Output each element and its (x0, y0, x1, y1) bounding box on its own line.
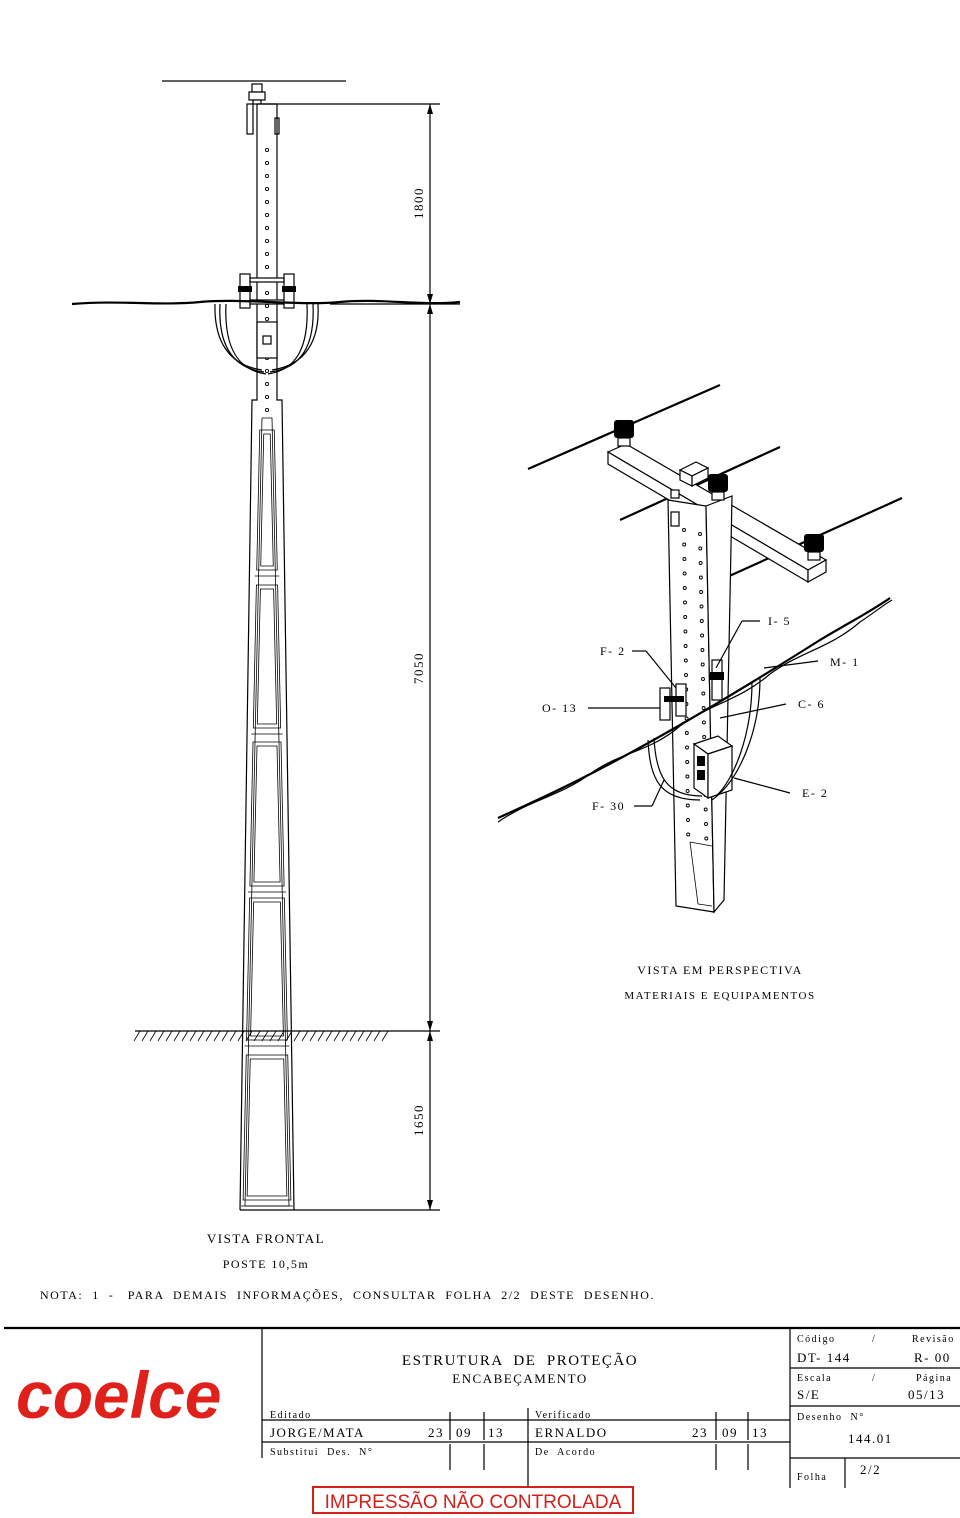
code-label: Código (797, 1334, 835, 1345)
dimension-1650: 1650 (411, 1104, 426, 1136)
perspective-title: VISTA EM PERSPECTIVA (637, 963, 803, 977)
edited-year: 13 (488, 1425, 504, 1440)
insulators (614, 420, 824, 561)
drawing-code: DT- 144 (797, 1350, 851, 1365)
drawing-title: ESTRUTURA DE PROTEÇÃO (402, 1353, 638, 1369)
title-block: coelce ESTRUTURA DE PROTEÇÃO ENCABEÇAMEN… (4, 1326, 960, 1488)
label-f30: F- 30 (592, 799, 625, 813)
sheet-value: 2/2 (860, 1462, 881, 1477)
messenger-cable-perspective (497, 597, 891, 820)
code-slash: / (872, 1334, 876, 1345)
drop-cables-front (214, 303, 319, 375)
front-view-subtitle: POSTE 10,5m (223, 1257, 310, 1271)
leader-lines (588, 620, 819, 807)
drawing-no: 144.01 (848, 1431, 893, 1446)
stamp-text: IMPRESSÃO NÃO CONTROLADA (325, 1491, 622, 1513)
pole-top-fixture (251, 83, 263, 93)
dimension-1800: 1800 (411, 187, 426, 219)
label-c6: C- 6 (798, 697, 825, 711)
edited-day: 23 (428, 1425, 444, 1440)
label-m1: M- 1 (830, 655, 860, 669)
label-i5: I- 5 (768, 614, 791, 628)
sheet-label: Folha (797, 1472, 827, 1483)
dimension-lines: 1800 7050 1650 (262, 103, 460, 1211)
verified-year: 13 (752, 1425, 768, 1440)
drawing-revision: R- 00 (914, 1350, 951, 1365)
edited-label: Editado (270, 1410, 312, 1421)
label-f2: F- 2 (600, 644, 626, 658)
messenger-wire-front (71, 299, 461, 306)
drawing-no-label: Desenho N° (797, 1412, 865, 1423)
coelce-logo: coelce (16, 1358, 221, 1432)
scale-value: S/E (797, 1387, 820, 1402)
revision-label: Revisão (912, 1334, 955, 1345)
edited-by: JORGE/MATA (270, 1425, 365, 1440)
dimension-7050: 7050 (411, 652, 426, 684)
drawing-subtitle: ENCABEÇAMENTO (452, 1371, 588, 1386)
agreement-label: De Acordo (535, 1447, 596, 1458)
perspective-subtitle: MATERIAIS E EQUIPAMENTOS (624, 990, 815, 1002)
perspective-view: I- 5 F- 2 M- 1 O- 13 C- 6 F- 30 E- 2 VIS… (497, 383, 903, 1002)
verified-day: 23 (692, 1425, 708, 1440)
label-e2: E- 2 (802, 786, 828, 800)
front-view-title: VISTA FRONTAL (207, 1231, 325, 1246)
scale-slash: / (872, 1373, 876, 1384)
verified-by: ERNALDO (535, 1425, 608, 1440)
clamps-perspective (659, 659, 724, 721)
pole-panels (241, 429, 293, 1207)
ground-hatch (133, 1030, 389, 1042)
scale-label: Escala (797, 1373, 832, 1384)
edited-month: 09 (456, 1425, 472, 1440)
page-value: 05/13 (908, 1387, 945, 1402)
replaces-label: Substitui Des. N° (270, 1447, 373, 1458)
note-text: NOTA: 1 - PARA DEMAIS INFORMAÇÕES, CONSU… (40, 1288, 655, 1302)
front-view-pole (71, 80, 461, 1211)
page-label: Página (916, 1373, 952, 1384)
uncontrolled-print-stamp: IMPRESSÃO NÃO CONTROLADA (312, 1486, 634, 1514)
label-o13: O- 13 (542, 701, 577, 715)
verified-label: Verificado (535, 1410, 592, 1421)
verified-month: 09 (722, 1425, 738, 1440)
